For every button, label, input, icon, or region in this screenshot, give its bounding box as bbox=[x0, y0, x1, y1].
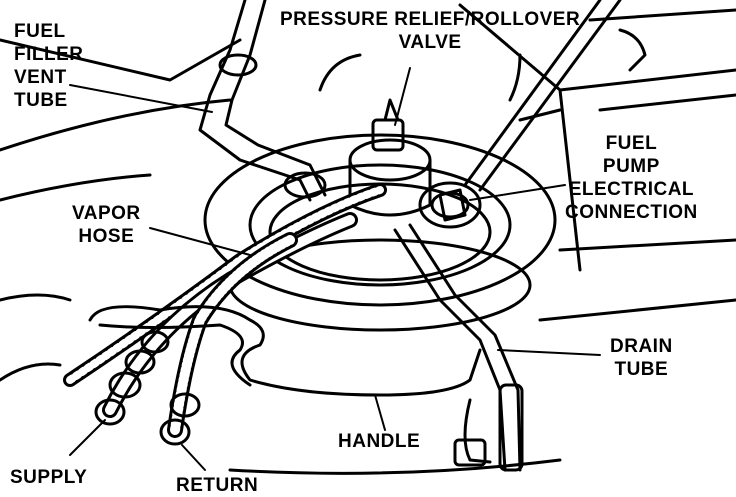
body-panel-lines bbox=[0, 3, 736, 475]
drain-tube bbox=[393, 223, 524, 472]
tank-opening-rings bbox=[203, 133, 557, 332]
electrical-connector bbox=[418, 0, 622, 229]
label-return: RETURN bbox=[176, 475, 259, 496]
module-handle bbox=[88, 305, 482, 397]
return-hose bbox=[159, 232, 298, 446]
label-vapor-hose: VAPOR HOSE bbox=[72, 203, 141, 247]
label-fuel-filler-vent-tube: FUEL FILLER VENT TUBE bbox=[14, 21, 84, 111]
supply-hose bbox=[94, 212, 358, 426]
label-supply: SUPPLY bbox=[10, 467, 88, 488]
fuel-filler-vent-tube bbox=[198, 0, 327, 202]
label-pressure-relief-valve: PRESSURE RELIEF/ROLLOVER VALVE bbox=[280, 9, 581, 53]
leader-lines bbox=[69, 67, 601, 471]
label-handle: HANDLE bbox=[338, 431, 421, 452]
label-fuel-pump-electrical-connection: FUEL PUMP ELECTRICAL CONNECTION bbox=[565, 133, 698, 223]
vapor-hose bbox=[63, 183, 387, 387]
label-drain-tube: DRAIN TUBE bbox=[610, 336, 673, 380]
